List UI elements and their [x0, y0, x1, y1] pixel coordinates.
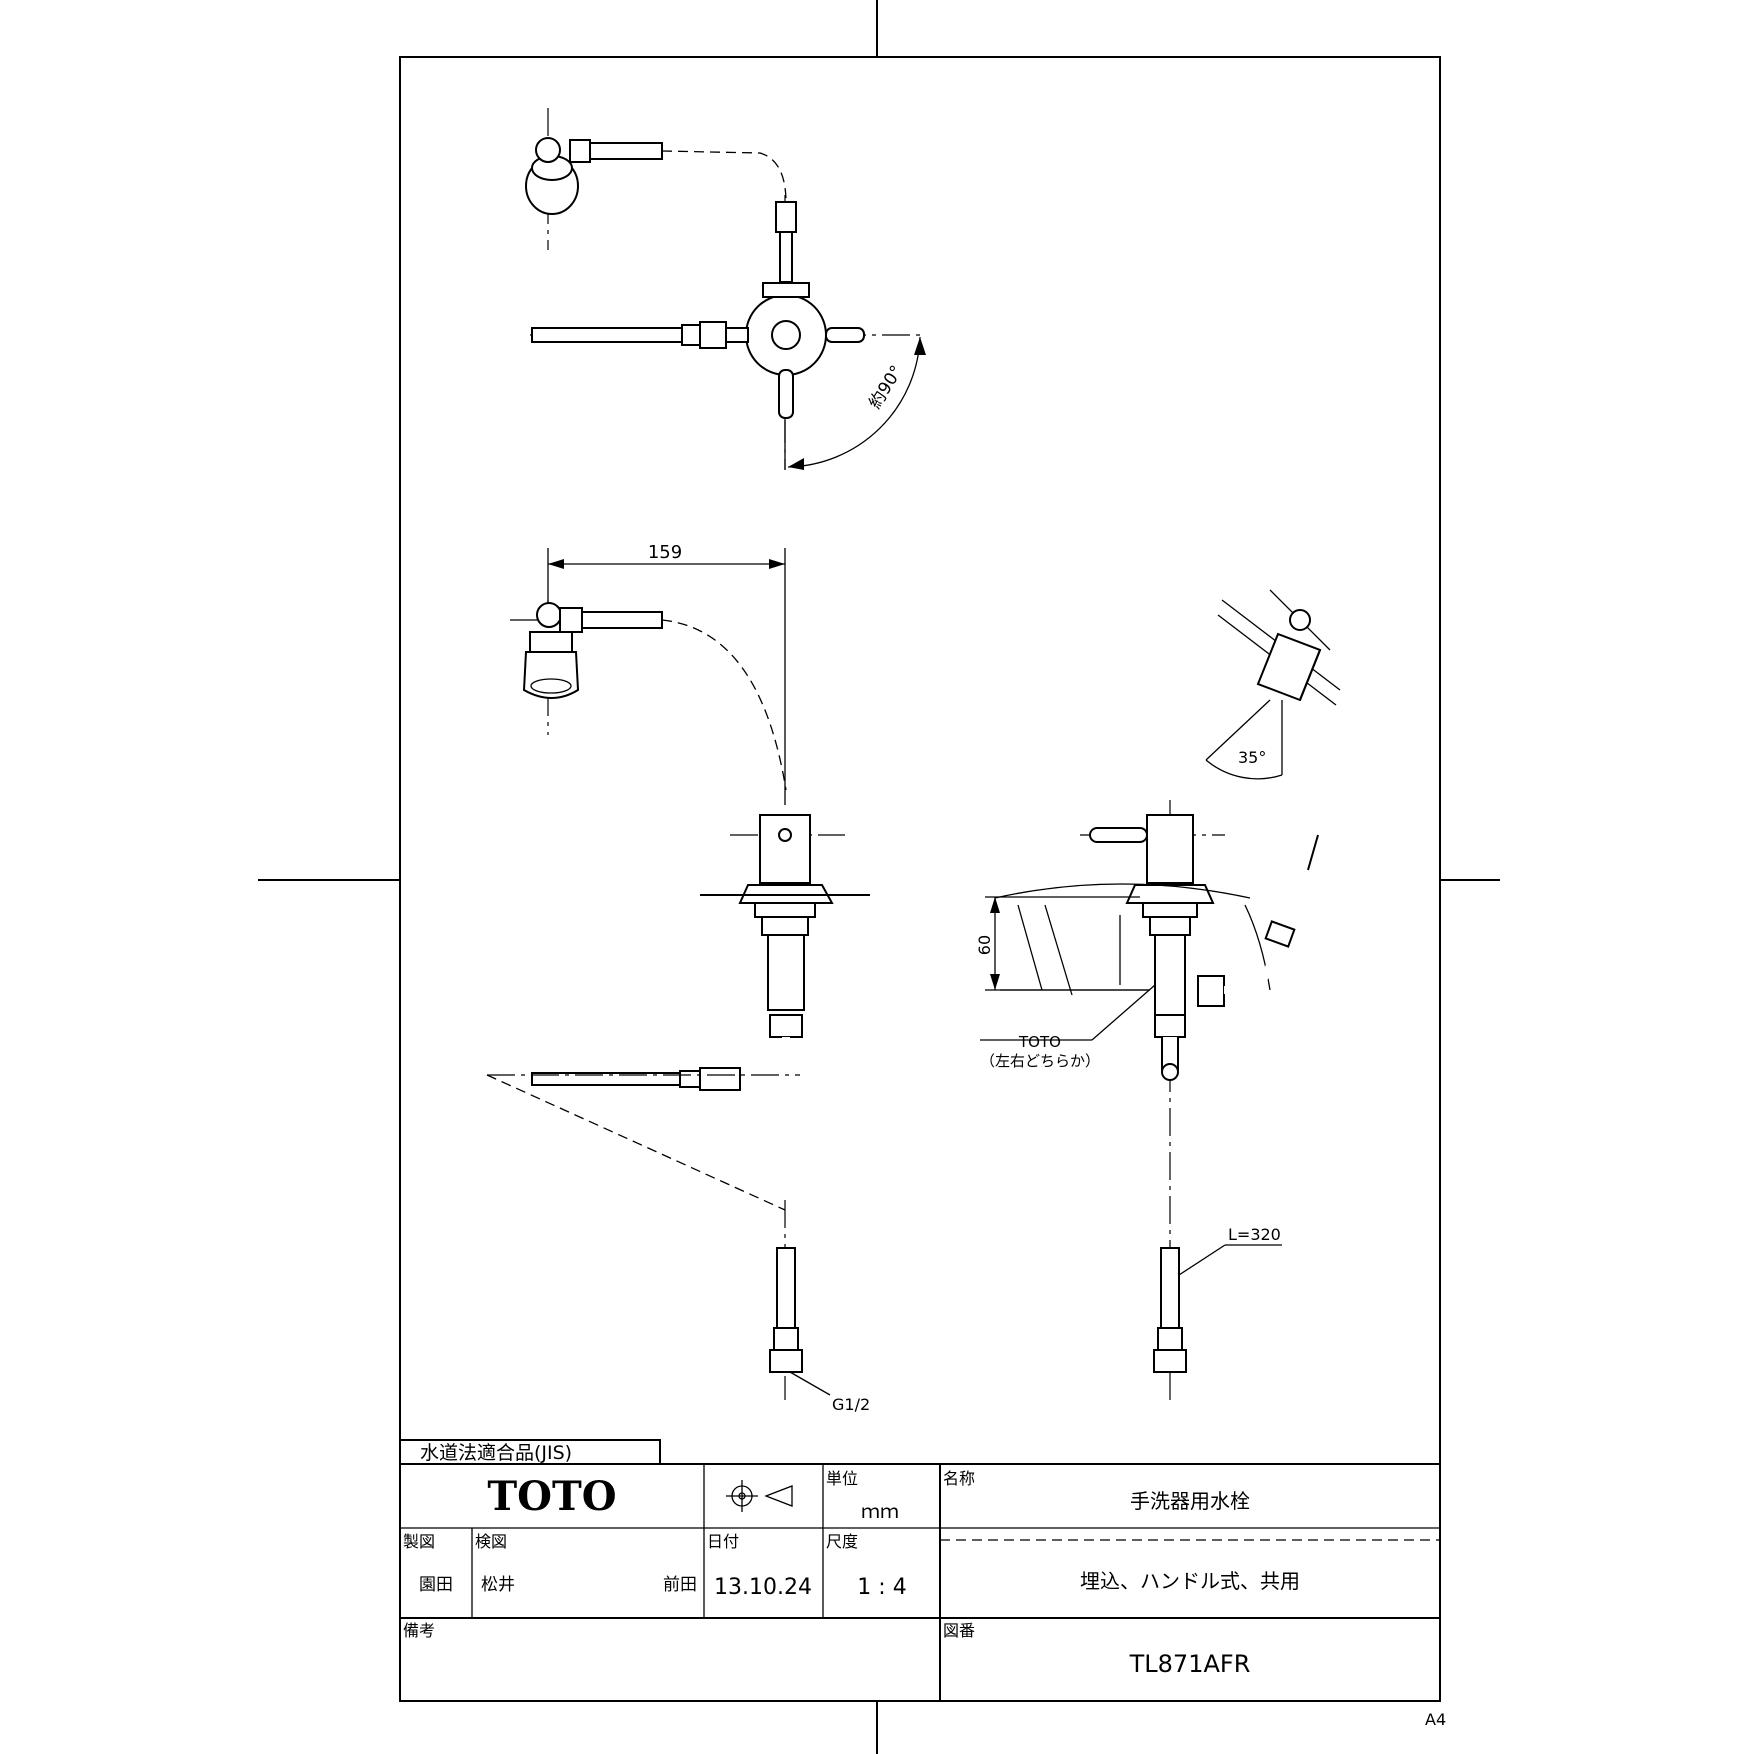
approver-name: 前田 [663, 1575, 697, 1595]
title-block-text: 水道法適合品(JIS) TOTO 単位 ｍｍ 名称 手洗器用水栓 埋込、ハンドル… [403, 1442, 1446, 1729]
compliance-label: 水道法適合品(JIS) [420, 1442, 572, 1464]
drafter-header: 製図 [403, 1532, 435, 1551]
thread-label: G1/2 [832, 1395, 870, 1414]
scale-header: 尺度 [826, 1532, 858, 1551]
date-value: 13.10.24 [714, 1575, 812, 1600]
drawing-number: TL871AFR [1129, 1650, 1251, 1678]
scale-value: 1 : 4 [857, 1575, 906, 1600]
angle-label: 約90° [865, 362, 907, 413]
projection-symbol [726, 1480, 793, 1512]
height-dimension: 60 [975, 935, 994, 955]
brand-logo: TOTO [487, 1473, 616, 1520]
sheet-frame [258, 0, 1500, 1754]
width-dimension: 159 [648, 542, 682, 563]
drawing-number-header: 図番 [943, 1621, 975, 1640]
title-block [399, 1439, 1440, 1701]
product-name: 手洗器用水栓 [1130, 1489, 1250, 1513]
tilt-angle-label: 35° [1238, 748, 1266, 767]
unit-header: 単位 [826, 1469, 858, 1488]
drafter-name: 園田 [419, 1575, 453, 1595]
checker-name: 松井 [481, 1575, 515, 1595]
top-view [525, 108, 926, 470]
paper-size: A4 [1425, 1710, 1446, 1729]
date-header: 日付 [707, 1532, 739, 1551]
brand-note: TOTO [1018, 1033, 1061, 1051]
side-view [980, 589, 1341, 1400]
remarks-header: 備考 [403, 1621, 435, 1640]
front-view [486, 548, 870, 1400]
checker-header: 検図 [475, 1532, 507, 1551]
unit-value: ｍｍ [861, 1501, 899, 1523]
side-note: （左右どちらか） [980, 1052, 1100, 1070]
hose-length-label: L=320 [1228, 1225, 1281, 1244]
product-spec: 埋込、ハンドル式、共用 [1080, 1569, 1300, 1593]
name-header: 名称 [943, 1469, 975, 1488]
